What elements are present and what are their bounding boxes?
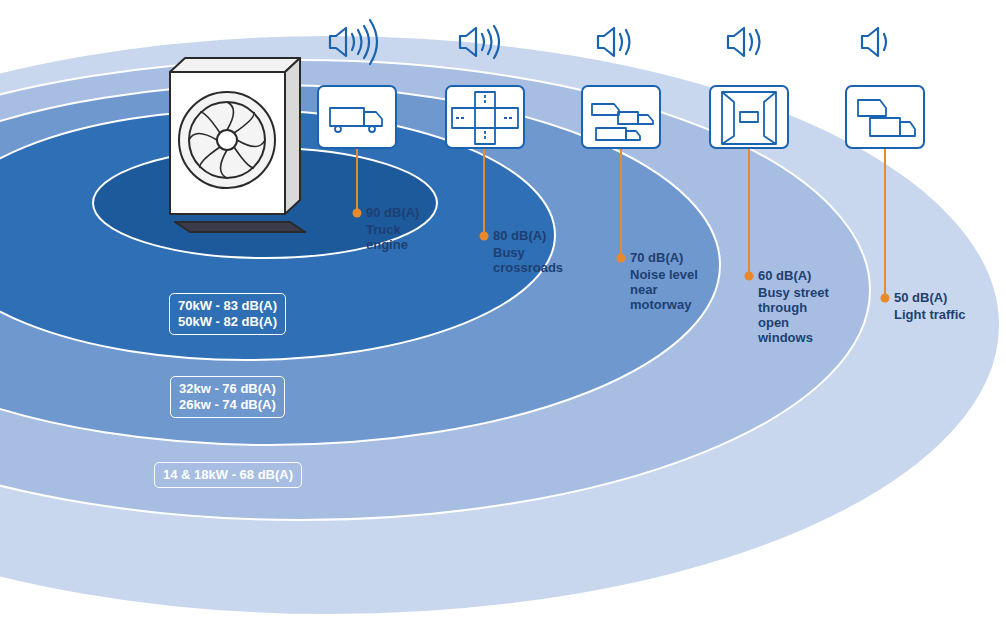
noise-level: 50 dB(A) xyxy=(894,290,947,305)
noise-example: Truck engine xyxy=(366,222,426,252)
noise-example: Noise level near motorway xyxy=(630,267,710,312)
noise-level: 60 dB(A) xyxy=(758,268,811,283)
rating-box: 14 & 18kW - 68 dB(A) xyxy=(154,462,302,488)
noise-example: Busy street through open windows xyxy=(758,285,840,345)
zone-70 xyxy=(0,85,720,445)
noise-level: 90 dB(A) xyxy=(366,205,419,220)
rating-box: 32kw - 76 dB(A)26kw - 74 dB(A) xyxy=(170,376,285,418)
zone-50 xyxy=(0,35,1000,615)
noise-level: 80 dB(A) xyxy=(493,228,546,243)
heat-pump xyxy=(170,58,305,232)
zone-60 xyxy=(0,60,870,520)
sound-icons xyxy=(330,20,886,64)
rating-text: 70kW - 83 dB(A) xyxy=(178,298,277,314)
rating-text: 26kw - 74 dB(A) xyxy=(179,397,276,413)
icon-boxes xyxy=(318,86,924,148)
noise-level: 70 dB(A) xyxy=(630,250,683,265)
rating-text: 14 & 18kW - 68 dB(A) xyxy=(163,467,293,483)
noise-example: Busy crossroads xyxy=(493,245,573,275)
rating-text: 50kW - 82 dB(A) xyxy=(178,314,277,330)
rating-text: 32kw - 76 dB(A) xyxy=(179,381,276,397)
noise-example: Light traffic xyxy=(894,307,966,322)
rating-box: 70kW - 83 dB(A)50kW - 82 dB(A) xyxy=(169,293,286,335)
